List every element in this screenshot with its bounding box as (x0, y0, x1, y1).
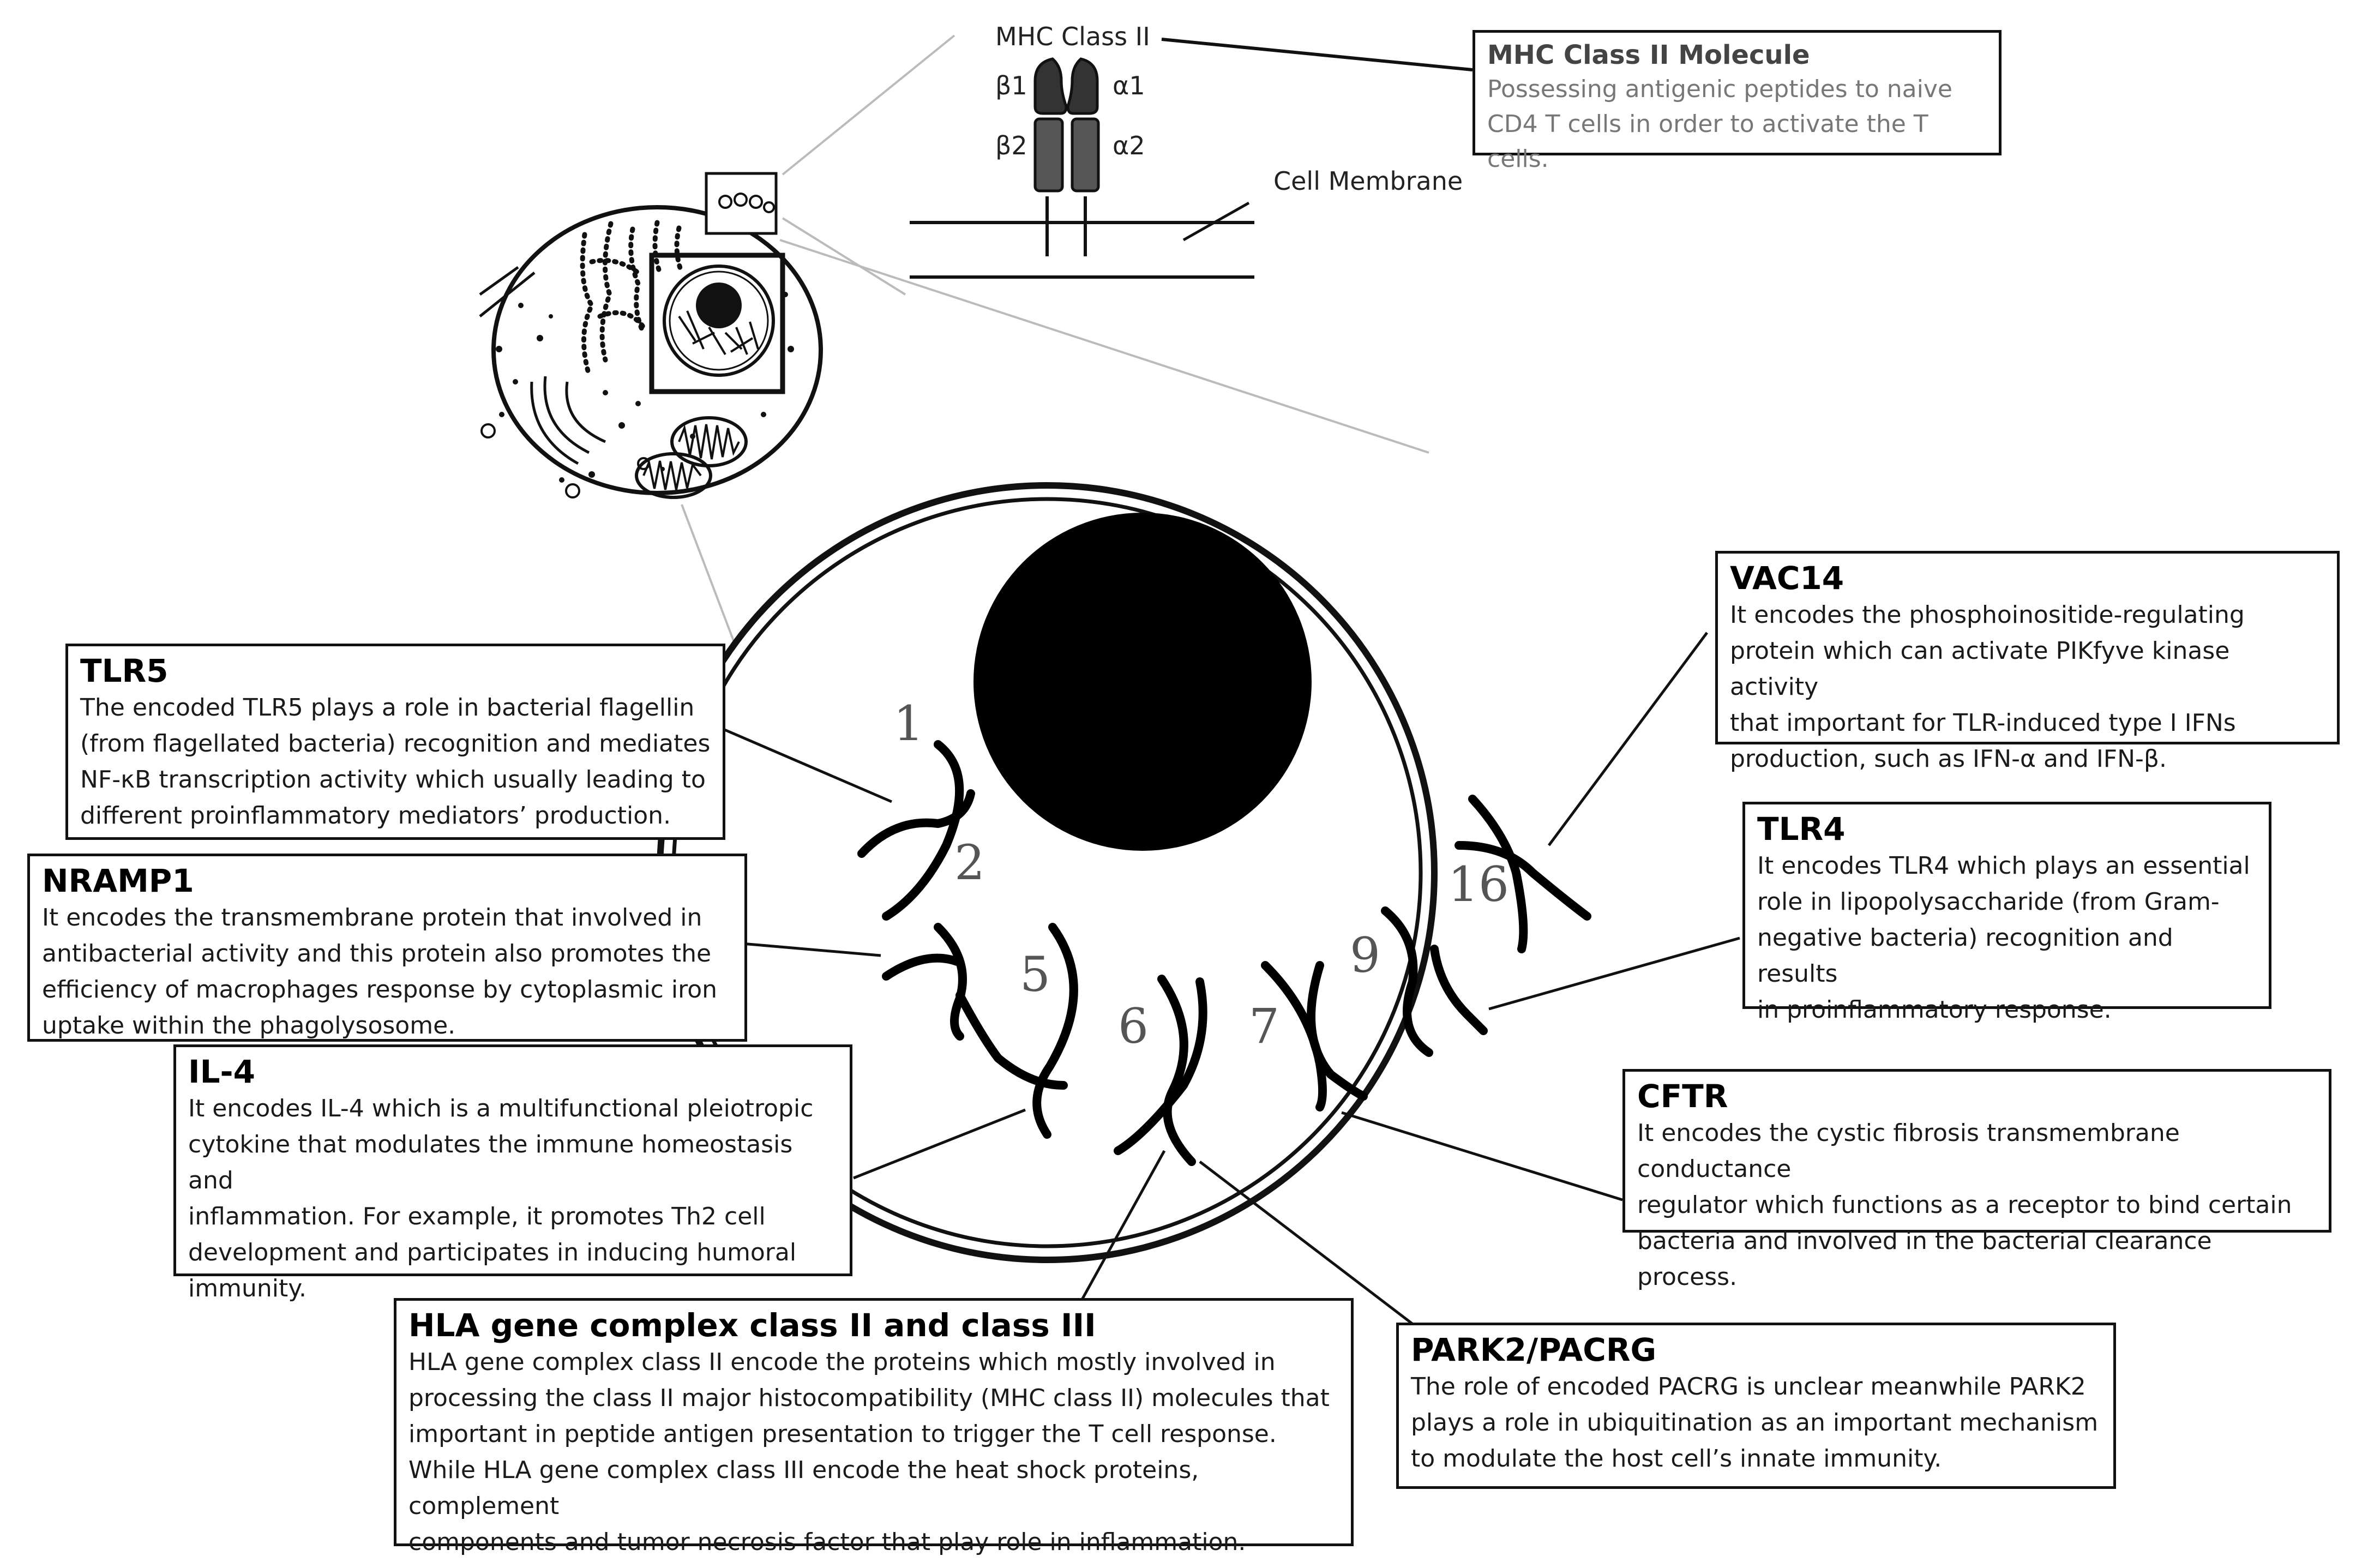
chromosomes (857, 740, 1591, 1166)
il4-description: It encodes IL-4 which is a multifunction… (188, 1095, 814, 1302)
nramp1-description: It encodes the transmembrane protein tha… (42, 904, 717, 1040)
tlr5-box: TLR5 The encoded TLR5 plays a role in ba… (65, 644, 725, 840)
chromosome-6 (1114, 977, 1207, 1155)
mitochondrion (670, 416, 748, 467)
beta2-label: β2 (995, 131, 1027, 160)
chromosome-9 (1381, 906, 1433, 1057)
park2-pacrg-description: The role of encoded PACRG is unclear mea… (1411, 1373, 2099, 1473)
small-nucleus-inner (669, 271, 769, 371)
vac14-description: It encodes the phosphoinositide-regulati… (1730, 601, 2245, 773)
chromosome-1 (882, 740, 964, 921)
nucleolus (973, 513, 1312, 851)
alpha1-domain (1066, 57, 1099, 115)
chromosome-number-1: 1 (893, 695, 924, 752)
hla-description: HLA gene complex class II encode the pro… (408, 1348, 1330, 1556)
endoplasmic-reticulum (580, 220, 684, 374)
cell-outline (491, 205, 823, 495)
tlr4-box: TLR4 It encodes TLR4 which plays an esse… (1742, 802, 2271, 1024)
membrane-label-pointer (1182, 201, 1250, 242)
cytoplasm-vesicles (496, 292, 794, 483)
cell-overview (479, 172, 823, 499)
mhc-title-pointer (1161, 38, 1473, 71)
nramp1-heading: NRAMP1 (42, 862, 194, 899)
chromosome-5 (1032, 923, 1078, 1139)
chromosome-16 (1468, 795, 1528, 953)
mhc-class-ii-molecule (910, 38, 1473, 279)
chromosome-number-9: 9 (1350, 927, 1380, 983)
beta1-domain (1033, 57, 1068, 115)
chromosome-number-16: 16 (1448, 856, 1509, 912)
mhc-box-heading: MHC Class II Molecule (1487, 40, 1810, 70)
mhc-box-description: Possessing antigenic peptides to naive C… (1487, 75, 1952, 173)
chromosome-number-7: 7 (1249, 998, 1279, 1054)
hla-heading: HLA gene complex class II and class III (408, 1307, 1096, 1344)
chromosome-5 (955, 991, 1068, 1090)
hla-box: HLA gene complex class II and class III … (394, 1298, 1354, 1556)
alpha1-label: α1 (1113, 71, 1145, 100)
cell-membrane-label: Cell Membrane (1273, 166, 1463, 196)
vac14-box: VAC14 It encodes the phosphoinositide-re… (1715, 551, 2340, 773)
tlr4-heading: TLR4 (1757, 810, 1846, 848)
small-nucleus-outer (663, 265, 775, 377)
cftr-description: It encodes the cystic fibrosis transmemb… (1637, 1119, 2292, 1291)
alpha2-domain (1071, 117, 1100, 193)
cftr-heading: CFTR (1637, 1078, 1728, 1115)
il4-box: IL-4 It encodes IL-4 which is a multifun… (173, 1044, 852, 1302)
chromosome-7 (1307, 961, 1368, 1101)
tlr4-description: It encodes TLR4 which plays an essential… (1757, 852, 2250, 1024)
chromosome-2 (882, 953, 964, 981)
tlr5-description: The encoded TLR5 plays a role in bacteri… (80, 694, 711, 830)
callout-pointers (714, 632, 1740, 1329)
chromosome-number-5: 5 (1020, 946, 1050, 1002)
park2-pacrg-heading: PARK2/PACRG (1411, 1331, 1657, 1368)
vac14-heading: VAC14 (1730, 560, 1844, 597)
chromosome-16 (1455, 841, 1591, 921)
tlr5-heading: TLR5 (80, 652, 169, 689)
golgi-apparatus (479, 266, 606, 465)
cftr-box: CFTR It encodes the cystic fibrosis tran… (1622, 1069, 2331, 1291)
park2-pacrg-box: PARK2/PACRG The role of encoded PACRG is… (1396, 1323, 2116, 1489)
chromosome-number-6: 6 (1118, 998, 1149, 1054)
alpha2-label: α2 (1113, 131, 1145, 160)
nramp1-box: NRAMP1 It encodes the transmembrane prot… (27, 854, 747, 1042)
beta2-domain (1033, 117, 1064, 193)
chromosome-9 (1430, 945, 1488, 1035)
small-nucleolus (696, 283, 742, 328)
mhc-class-ii-info-box: MHC Class II Molecule Possessing antigen… (1473, 30, 2002, 173)
chromosome-number-2: 2 (954, 834, 985, 891)
nucleus-zoom-box (649, 253, 785, 394)
chromosome-1 (857, 789, 975, 858)
il4-heading: IL-4 (188, 1053, 255, 1090)
chromosome-6 (1157, 975, 1196, 1166)
nucleus-detail (657, 475, 1740, 1329)
mhc-class-ii-title: MHC Class II (995, 22, 1150, 51)
beta1-label: β1 (995, 71, 1027, 100)
mitochondrion (635, 452, 712, 499)
